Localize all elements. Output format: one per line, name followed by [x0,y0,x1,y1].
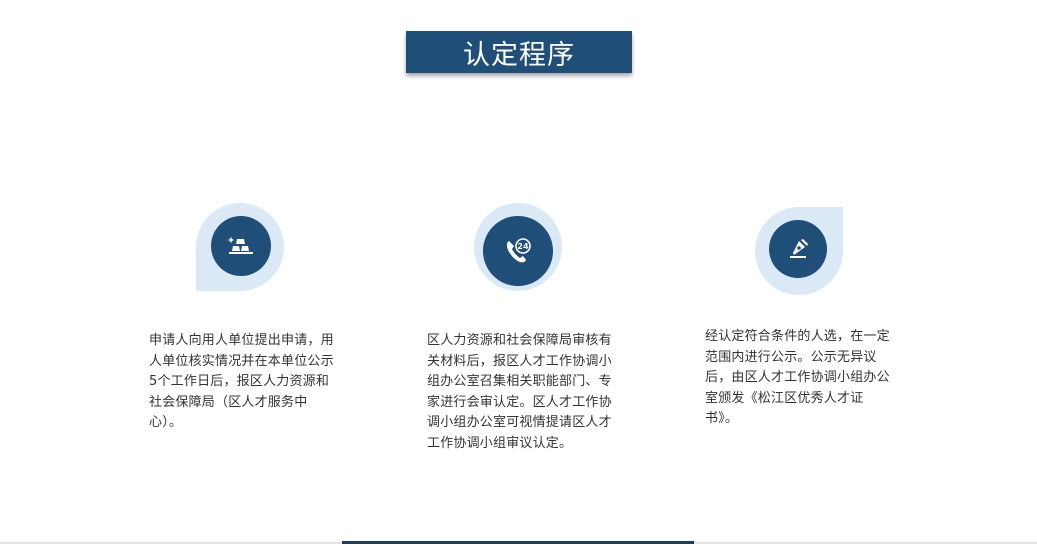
gold-bars-icon [211,216,271,276]
bottom-accent-bar [342,541,694,544]
step-3: 经认定符合条件的人选，在一定范围内进行公示。公示无异议后，由区人才工作协调小组办… [705,203,890,430]
step-2-badge: 24 [474,203,562,291]
phone-24h-icon: 24 [483,216,553,286]
pen-nib-icon [769,220,827,278]
svg-text:24: 24 [517,242,529,251]
step-1-badge [196,203,284,291]
step-3-badge [755,207,843,295]
step-1: 申请人向用人单位提出申请，用人单位核实情况并在本单位公示5个工作日后，报区人力资… [149,203,334,434]
step-2: 24 区人力资源和社会保障局审核有关材料后，报区人才工作协调小组办公室召集相关职… [427,203,612,454]
section-title: 认定程序 [406,31,632,73]
step-2-description: 区人力资源和社会保障局审核有关材料后，报区人才工作协调小组办公室召集相关职能部门… [427,333,612,451]
step-1-description: 申请人向用人单位提出申请，用人单位核实情况并在本单位公示5个工作日后，报区人力资… [149,333,334,430]
step-3-description: 经认定符合条件的人选，在一定范围内进行公示。公示无异议后，由区人才工作协调小组办… [705,329,890,426]
